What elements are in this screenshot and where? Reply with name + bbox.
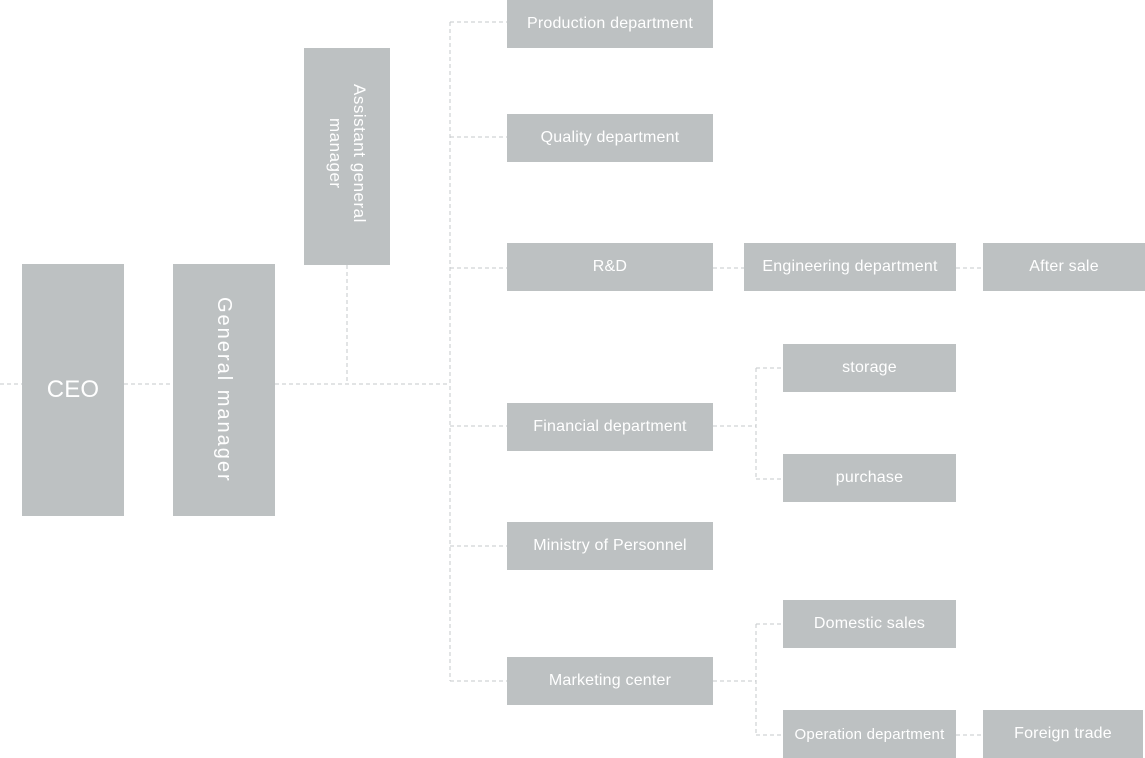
production-department-label: Production department	[526, 15, 694, 32]
foreign-trade-label: Foreign trade	[1014, 725, 1112, 742]
quality-department-label: Quality department	[540, 129, 680, 146]
quality-department-box: Quality department	[507, 114, 713, 162]
after-sale-label: After sale	[1029, 258, 1099, 275]
after-sale-box: After sale	[983, 243, 1145, 291]
storage-box: storage	[783, 344, 956, 392]
rnd-box: R&D	[507, 243, 713, 291]
financial-department-box: Financial department	[507, 403, 713, 451]
ministry-of-personnel-label: Ministry of Personnel	[533, 537, 687, 554]
general-manager-box: General manager	[173, 264, 275, 516]
domestic-sales-box: Domestic sales	[783, 600, 956, 648]
ceo-box: CEO	[22, 264, 124, 516]
engineering-department-box: Engineering department	[744, 243, 956, 291]
storage-label: storage	[842, 359, 897, 376]
foreign-trade-box: Foreign trade	[983, 710, 1143, 758]
purchase-box: purchase	[783, 454, 956, 502]
marketing-center-box: Marketing center	[507, 657, 713, 705]
marketing-center-label: Marketing center	[548, 672, 672, 689]
assistant-general-manager-box: Assistant general manager	[304, 48, 390, 265]
assistant-general-manager-label: Assistant general manager	[326, 83, 369, 223]
ministry-of-personnel-box: Ministry of Personnel	[507, 522, 713, 570]
domestic-sales-label: Domestic sales	[813, 615, 926, 632]
operation-department-box: Operation department	[783, 710, 956, 758]
ceo-label: CEO	[46, 376, 100, 403]
production-department-box: Production department	[507, 0, 713, 48]
general-manager-label: General manager	[213, 297, 235, 483]
purchase-label: purchase	[835, 469, 904, 486]
rnd-label: R&D	[592, 258, 628, 275]
financial-department-label: Financial department	[533, 418, 687, 435]
operation-department-label: Operation department	[794, 725, 945, 743]
engineering-department-label: Engineering department	[762, 258, 938, 275]
